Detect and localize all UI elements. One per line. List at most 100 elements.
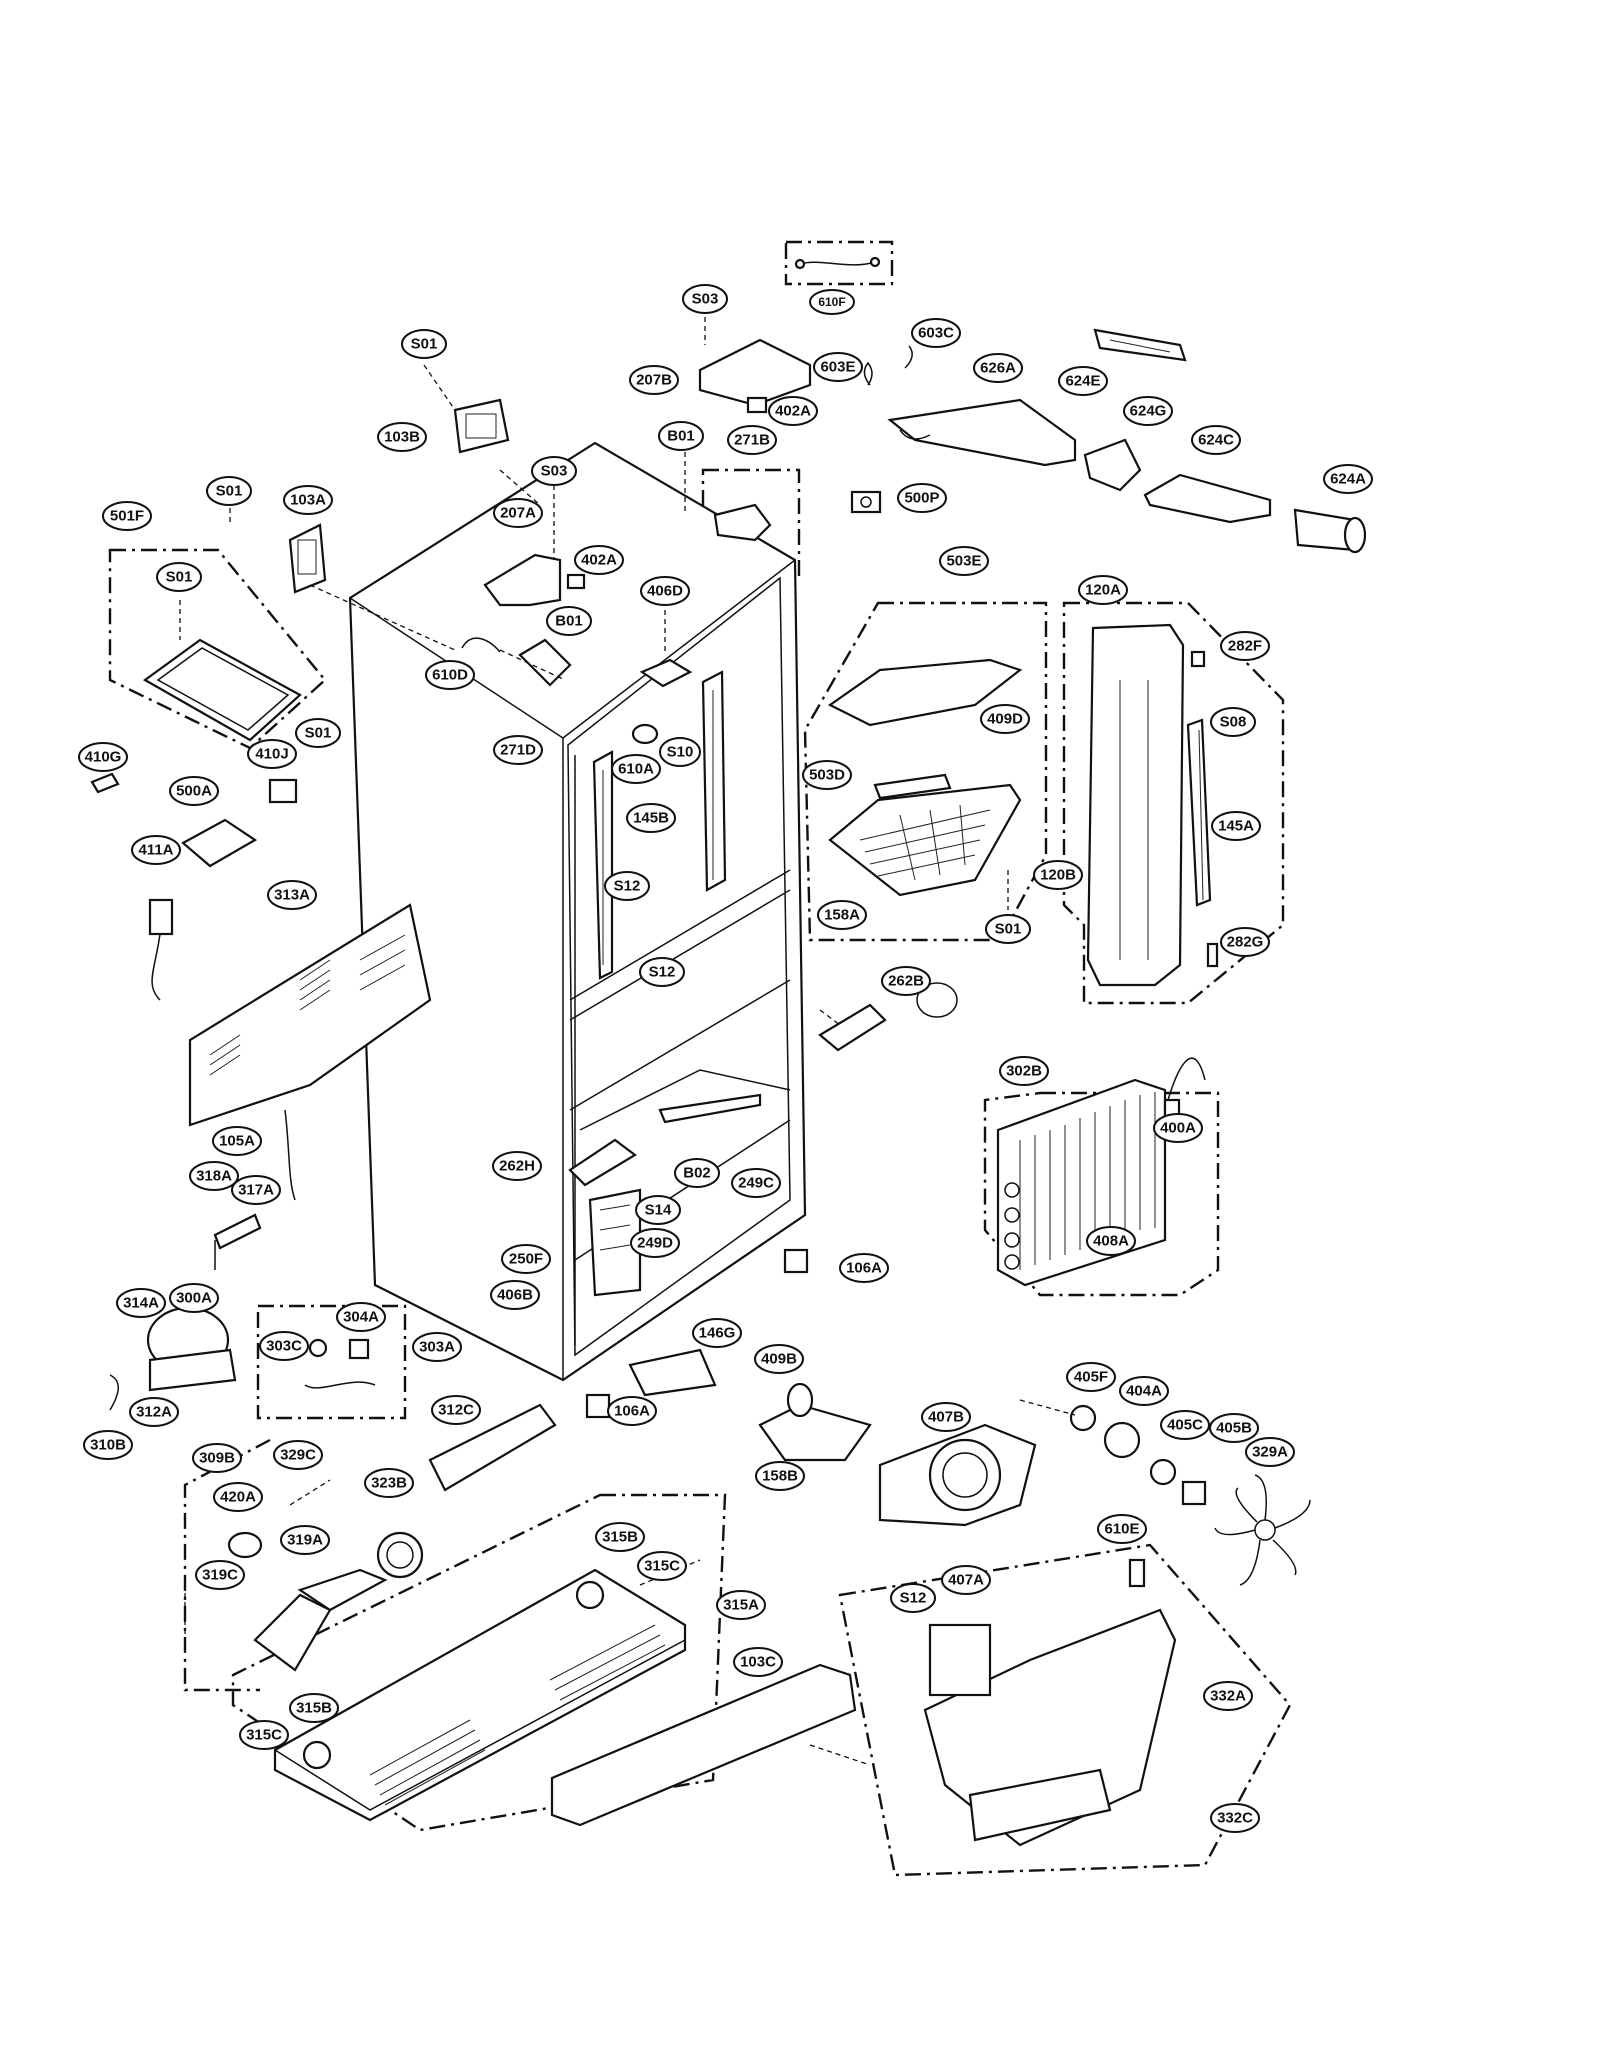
callout-s01[interactable]: S01: [295, 718, 341, 748]
callout-624a[interactable]: 624A: [1323, 464, 1373, 494]
callout-271d[interactable]: 271D: [493, 735, 543, 765]
callout-271b[interactable]: 271B: [727, 425, 777, 455]
callout-282g[interactable]: 282G: [1220, 927, 1270, 957]
callout-407a[interactable]: 407A: [941, 1565, 991, 1595]
svg-text:304A: 304A: [343, 1309, 379, 1326]
callout-310b[interactable]: 310B: [83, 1430, 133, 1460]
callout-500a[interactable]: 500A: [169, 776, 219, 806]
callout-207a[interactable]: 207A: [493, 498, 543, 528]
callout-250f[interactable]: 250F: [501, 1244, 551, 1274]
callout-s14[interactable]: S14: [635, 1195, 681, 1225]
callout-501f[interactable]: 501F: [102, 501, 152, 531]
callout-s01[interactable]: S01: [401, 329, 447, 359]
callout-332a[interactable]: 332A: [1203, 1681, 1253, 1711]
callout-312c[interactable]: 312C: [431, 1395, 481, 1425]
callout-315a[interactable]: 315A: [716, 1590, 766, 1620]
callout-262h[interactable]: 262H: [492, 1151, 542, 1181]
callout-329a[interactable]: 329A: [1245, 1437, 1295, 1467]
callout-329c[interactable]: 329C: [273, 1440, 323, 1470]
callout-406d[interactable]: 406D: [640, 576, 690, 606]
callout-400a[interactable]: 400A: [1153, 1113, 1203, 1143]
callout-610e[interactable]: 610E: [1097, 1514, 1147, 1544]
callout-610f[interactable]: 610F: [809, 289, 855, 315]
callout-302b[interactable]: 302B: [999, 1056, 1049, 1086]
callout-332c[interactable]: 332C: [1210, 1803, 1260, 1833]
callout-323b[interactable]: 323B: [364, 1468, 414, 1498]
callout-411a[interactable]: 411A: [131, 835, 181, 865]
callout-282f[interactable]: 282F: [1220, 631, 1270, 661]
callout-303c[interactable]: 303C: [259, 1331, 309, 1361]
callout-610d[interactable]: 610D: [425, 660, 475, 690]
callout-s01[interactable]: S01: [206, 476, 252, 506]
callout-603c[interactable]: 603C: [911, 318, 961, 348]
callout-300a[interactable]: 300A: [169, 1283, 219, 1313]
callout-405b[interactable]: 405B: [1209, 1413, 1259, 1443]
callout-610a[interactable]: 610A: [611, 754, 661, 784]
callout-410g[interactable]: 410G: [78, 742, 128, 772]
callout-207b[interactable]: 207B: [629, 365, 679, 395]
callout-249d[interactable]: 249D: [630, 1228, 680, 1258]
callout-624c[interactable]: 624C: [1191, 425, 1241, 455]
callout-b01[interactable]: B01: [658, 421, 704, 451]
callout-s08[interactable]: S08: [1210, 707, 1256, 737]
callout-106a[interactable]: 106A: [839, 1253, 889, 1283]
callout-303a[interactable]: 303A: [412, 1332, 462, 1362]
callout-304a[interactable]: 304A: [336, 1302, 386, 1332]
callout-105a[interactable]: 105A: [212, 1126, 262, 1156]
callout-624e[interactable]: 624E: [1058, 366, 1108, 396]
callout-312a[interactable]: 312A: [129, 1397, 179, 1427]
callout-s03[interactable]: S03: [531, 456, 577, 486]
callout-146g[interactable]: 146G: [692, 1318, 742, 1348]
callout-262b[interactable]: 262B: [881, 966, 931, 996]
callout-158b[interactable]: 158B: [755, 1461, 805, 1491]
callout-405f[interactable]: 405F: [1066, 1362, 1116, 1392]
callout-402a[interactable]: 402A: [768, 396, 818, 426]
callout-b01[interactable]: B01: [546, 606, 592, 636]
callout-145a[interactable]: 145A: [1211, 811, 1261, 841]
callout-319a[interactable]: 319A: [280, 1525, 330, 1555]
callout-318a[interactable]: 318A: [189, 1161, 239, 1191]
callout-315c[interactable]: 315C: [637, 1551, 687, 1581]
callout-315c[interactable]: 315C: [239, 1720, 289, 1750]
callout-s03[interactable]: S03: [682, 284, 728, 314]
callout-103c[interactable]: 103C: [733, 1647, 783, 1677]
callout-158a[interactable]: 158A: [817, 900, 867, 930]
callout-408a[interactable]: 408A: [1086, 1226, 1136, 1256]
callout-315b[interactable]: 315B: [289, 1693, 339, 1723]
callout-s12[interactable]: S12: [604, 871, 650, 901]
callout-503e[interactable]: 503E: [939, 546, 989, 576]
callout-145b[interactable]: 145B: [626, 803, 676, 833]
callout-420a[interactable]: 420A: [213, 1482, 263, 1512]
callout-500p[interactable]: 500P: [897, 483, 947, 513]
callout-319c[interactable]: 319C: [195, 1560, 245, 1590]
callout-s01[interactable]: S01: [985, 914, 1031, 944]
callout-317a[interactable]: 317A: [231, 1175, 281, 1205]
callout-404a[interactable]: 404A: [1119, 1376, 1169, 1406]
callout-410j[interactable]: 410J: [247, 739, 297, 769]
callout-120a[interactable]: 120A: [1078, 575, 1128, 605]
callout-s01[interactable]: S01: [156, 562, 202, 592]
callout-503d[interactable]: 503D: [802, 760, 852, 790]
callout-103b[interactable]: 103B: [377, 422, 427, 452]
callout-b02[interactable]: B02: [674, 1158, 720, 1188]
callout-s12[interactable]: S12: [890, 1583, 936, 1613]
callout-406b[interactable]: 406B: [490, 1280, 540, 1310]
callout-603e[interactable]: 603E: [813, 352, 863, 382]
callout-106a[interactable]: 106A: [607, 1396, 657, 1426]
callout-315b[interactable]: 315B: [595, 1522, 645, 1552]
callout-249c[interactable]: 249C: [731, 1168, 781, 1198]
callout-314a[interactable]: 314A: [116, 1288, 166, 1318]
callout-405c[interactable]: 405C: [1160, 1410, 1210, 1440]
callout-402a[interactable]: 402A: [574, 545, 624, 575]
callout-s12[interactable]: S12: [639, 957, 685, 987]
callout-626a[interactable]: 626A: [973, 353, 1023, 383]
callout-120b[interactable]: 120B: [1033, 860, 1083, 890]
callout-409d[interactable]: 409D: [980, 704, 1030, 734]
callout-409b[interactable]: 409B: [754, 1344, 804, 1374]
callout-103a[interactable]: 103A: [283, 485, 333, 515]
callout-624g[interactable]: 624G: [1123, 396, 1173, 426]
callout-407b[interactable]: 407B: [921, 1402, 971, 1432]
callout-309b[interactable]: 309B: [192, 1443, 242, 1473]
callout-313a[interactable]: 313A: [267, 880, 317, 910]
callout-s10[interactable]: S10: [659, 737, 701, 767]
